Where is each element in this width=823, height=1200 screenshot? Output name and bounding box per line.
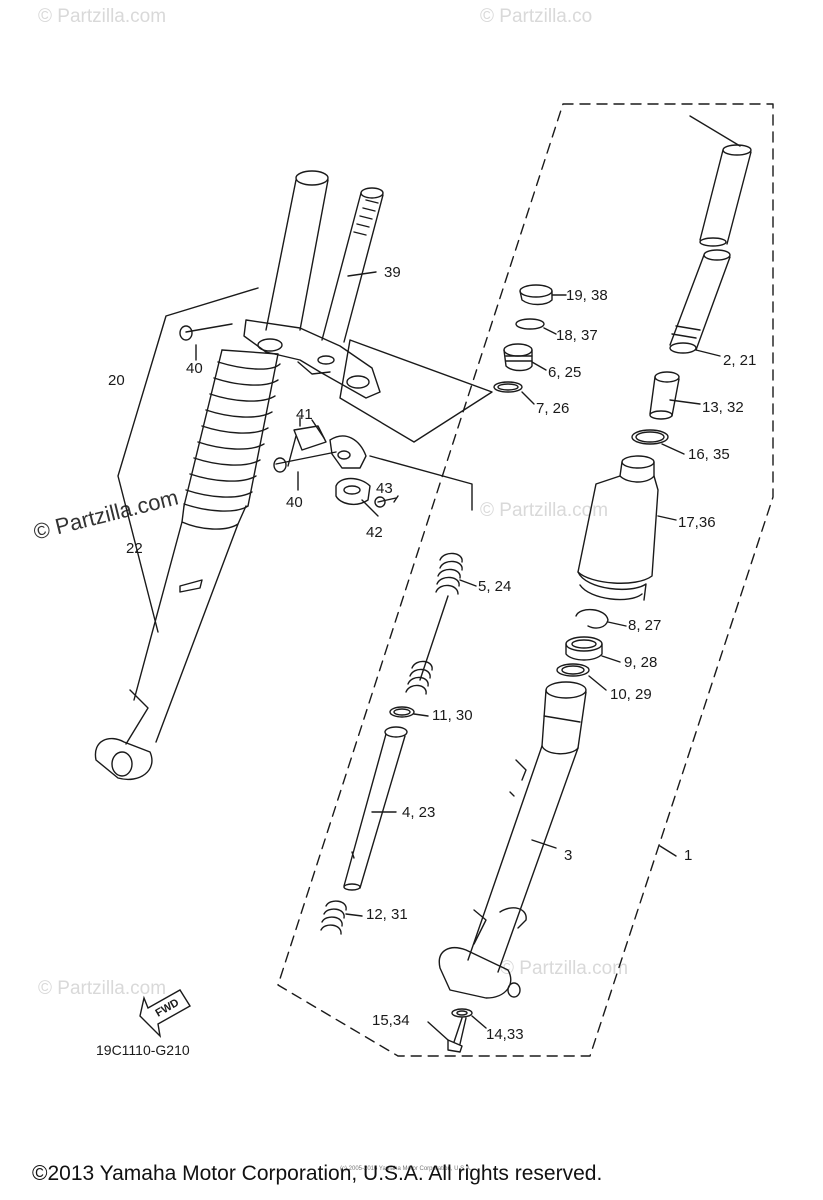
circlip-8-27	[575, 609, 627, 629]
callout-8-27: 8, 27	[628, 617, 662, 634]
o-ring-7-26	[493, 381, 535, 405]
callout-19-38: 19, 38	[566, 287, 608, 304]
callout-10-29: 10, 29	[610, 686, 652, 703]
callout-18-37: 18, 37	[556, 327, 598, 344]
callout-12-31: 12, 31	[366, 906, 408, 923]
damper-rod-4-23	[343, 726, 408, 891]
assembled-fork-left	[94, 170, 384, 780]
watermark-top-left: © Partzilla.com	[38, 6, 167, 27]
callout-15-34: 15,34	[372, 1012, 410, 1029]
outer-tube-3	[438, 681, 587, 999]
bolt-15-34-washer-14-33	[427, 1008, 487, 1053]
callout-1: 1	[684, 847, 693, 864]
callout-41: 41	[296, 406, 313, 423]
boot-17-36	[577, 455, 677, 601]
diagram-code: 19C1110-G210	[96, 1042, 190, 1058]
ring-11-30	[389, 706, 429, 718]
callout-39: 39	[384, 264, 401, 281]
callout-17-36: 17,36	[678, 514, 716, 531]
callout-22: 22	[126, 540, 143, 557]
leader-39	[347, 271, 377, 277]
watermark-middle-right: © Partzilla.com	[480, 500, 609, 521]
spring-12-31	[320, 900, 363, 935]
leader-20-22	[117, 287, 259, 633]
callout-11-30: 11, 30	[432, 707, 473, 724]
watermark-top-right: © Partzilla.co	[480, 6, 593, 27]
watermark-bottom-right: © Partzilla.com	[500, 958, 629, 979]
washer-10-29	[556, 663, 607, 691]
callout-3: 3	[564, 847, 573, 864]
cap-19-38	[519, 284, 567, 306]
fwd-arrow	[139, 989, 191, 1039]
watermark-bottom-left: © Partzilla.com	[38, 978, 167, 999]
callout-14-33: 14,33	[486, 1026, 524, 1043]
callout-43: 43	[376, 480, 393, 497]
callout-5-24: 5, 24	[478, 578, 512, 595]
leader-1	[689, 115, 741, 147]
brace-clamp-group	[273, 339, 493, 511]
callout-13-32: 13, 32	[702, 399, 744, 416]
callout-40-top: 40	[186, 360, 203, 377]
callout-20: 20	[108, 372, 125, 389]
clamp-16-35	[631, 429, 685, 455]
callout-9-28: 9, 28	[624, 654, 658, 671]
callout-40-bottom: 40	[286, 494, 303, 511]
circlip-18-37	[515, 318, 557, 335]
inner-tube-2-21	[669, 115, 752, 357]
callout-16-35: 16, 35	[688, 446, 730, 463]
adjuster-6-25	[503, 343, 547, 372]
callout-7-26: 7, 26	[536, 400, 570, 417]
spring-5-24	[405, 552, 477, 695]
tiny-credit: (c) 2005-2016 Yamaha Motor Corporation, …	[340, 1166, 472, 1172]
fwd-label: FWD	[154, 997, 182, 1020]
callout-2-21: 2, 21	[723, 352, 757, 369]
bushing-13-32	[649, 371, 701, 420]
oil-seal-9-28	[565, 636, 621, 663]
assembly-1-dashed-outline	[277, 103, 774, 1057]
copyright-notice: ©2013 Yamaha Motor Corporation, U.S.A. A…	[32, 1162, 603, 1185]
callout-4-23: 4, 23	[402, 804, 436, 821]
callout-42: 42	[366, 524, 383, 541]
callout-6-25: 6, 25	[548, 364, 582, 381]
